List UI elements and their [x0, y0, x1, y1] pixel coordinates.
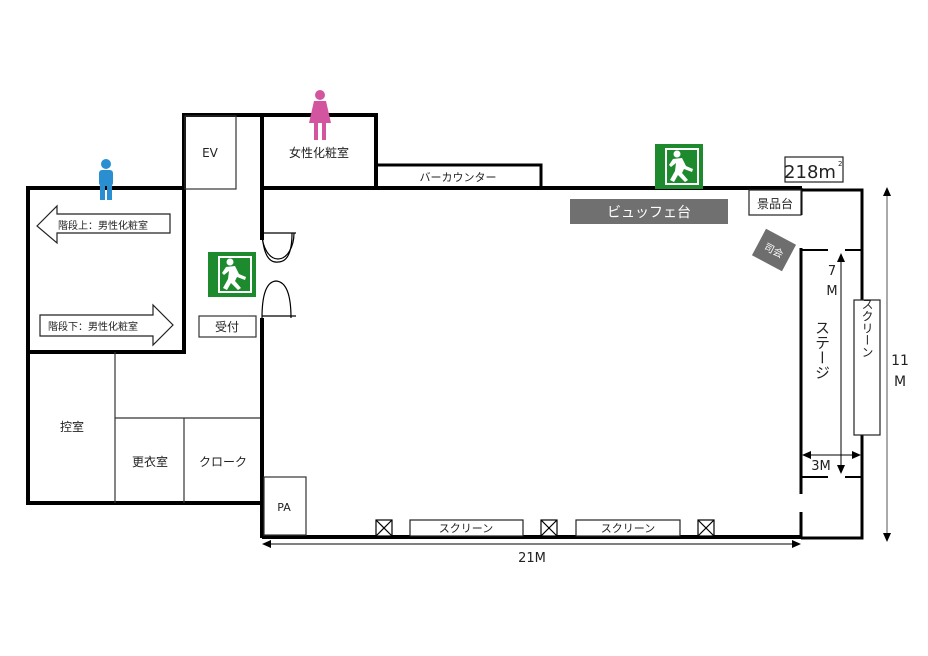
width-label: 21M: [518, 551, 546, 566]
staircase-area: [26, 186, 186, 354]
side-screen-label: スクリーン: [860, 298, 874, 358]
stage-depth-label: 3M: [811, 459, 831, 474]
side-screen: [853, 299, 881, 436]
reception-label: 受付: [215, 320, 239, 334]
cloak-label: クローク: [199, 455, 247, 469]
womens-room-label: 女性化粧室: [289, 145, 349, 160]
pillar-icon: [375, 519, 715, 537]
stage-length-number: 7: [828, 264, 836, 279]
area-label: 218m: [784, 162, 836, 183]
upstairs-arrow: 階段上：男性化粧室: [36, 204, 171, 245]
downstairs-arrow: 階段下：男性化粧室: [39, 303, 174, 347]
buffet-table: [570, 199, 728, 224]
downstairs-label: 階段下：男性化粧室: [48, 320, 138, 333]
prize-table-label: 景品台: [757, 196, 793, 211]
area-superscript: 2: [838, 160, 842, 168]
height-number: 11: [891, 353, 909, 369]
bottom-screen-1-label: スクリーン: [439, 522, 493, 535]
emergency-exit-icon: [655, 144, 703, 189]
height-unit: M: [894, 374, 906, 390]
upstairs-label: 階段上：男性化粧室: [58, 219, 148, 232]
mc-stand: 司会: [751, 228, 797, 272]
waiting-room-label: 控室: [60, 419, 84, 434]
bar-counter-label: バーカウンター: [420, 171, 497, 184]
stage-length-unit: M: [826, 284, 837, 299]
bottom-screen-1: [409, 519, 524, 537]
emergency-exit-icon: [208, 252, 256, 297]
changing-room-label: 更衣室: [132, 454, 168, 469]
bottom-screen-2: [575, 519, 681, 537]
male-restroom-icon: [99, 159, 113, 200]
entrance-doors[interactable]: [261, 232, 296, 319]
area-box: [784, 156, 844, 183]
stage-label: ステージ: [813, 320, 831, 380]
female-restroom-icon: [309, 90, 331, 140]
buffet-table-label: ビュッフェ台: [607, 205, 691, 221]
pa-label: PA: [277, 501, 291, 514]
prize-table: [748, 189, 802, 216]
bottom-screen-2-label: スクリーン: [601, 522, 655, 535]
ev-label: EV: [202, 146, 219, 160]
